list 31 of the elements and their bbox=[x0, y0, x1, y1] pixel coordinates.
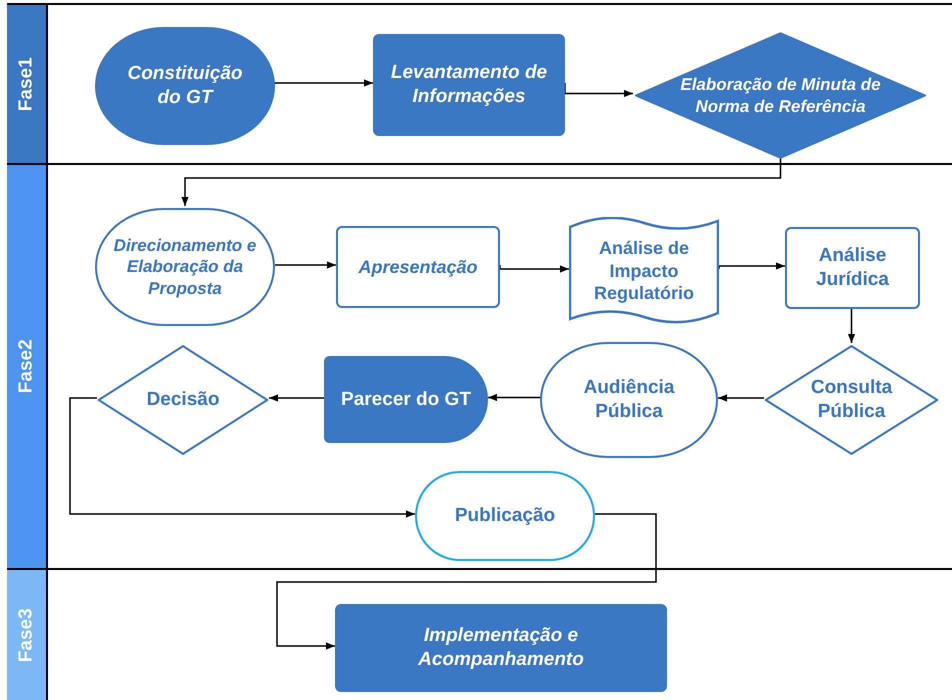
arrow bbox=[718, 394, 765, 402]
decision-diamond: Decisão bbox=[97, 345, 269, 455]
delay-shape: Parecer do GT bbox=[324, 356, 488, 443]
terminal-shape: Direcionamento e Elaboração da Proposta bbox=[95, 208, 275, 326]
lane-header: Fase2 bbox=[7, 165, 48, 568]
arrow bbox=[276, 513, 657, 650]
process-box: Implementação e Acompanhamento bbox=[335, 604, 667, 692]
arrow bbox=[274, 261, 336, 269]
arrow bbox=[69, 397, 415, 518]
terminal-shape: Publicação bbox=[415, 471, 595, 561]
arrow bbox=[564, 83, 633, 98]
swimlane bbox=[7, 3, 952, 163]
arrow bbox=[274, 79, 373, 87]
process-box: Apresentação bbox=[336, 226, 500, 308]
lane-header: Fase1 bbox=[7, 5, 48, 163]
decision-diamond: Elaboração de Minuta de Norma de Referência bbox=[633, 32, 928, 159]
arrow bbox=[181, 157, 782, 206]
arrow bbox=[488, 394, 541, 402]
swimlane bbox=[7, 163, 952, 568]
arrow bbox=[499, 265, 569, 273]
arrow bbox=[718, 262, 785, 270]
swimlane bbox=[7, 568, 952, 700]
decision-diamond: Consulta Pública bbox=[764, 345, 939, 455]
terminal-shape: Audiência Pública bbox=[540, 342, 718, 458]
lane-header: Fase3 bbox=[7, 570, 48, 700]
arrow bbox=[848, 306, 856, 343]
document-shape: Análise de Impacto Regulatório bbox=[569, 217, 719, 325]
process-box: Análise Jurídica bbox=[785, 227, 920, 309]
terminal-shape: Constituição do GT bbox=[95, 27, 275, 145]
process-box: Levantamento de Informações bbox=[373, 34, 565, 136]
arrow bbox=[269, 394, 325, 402]
